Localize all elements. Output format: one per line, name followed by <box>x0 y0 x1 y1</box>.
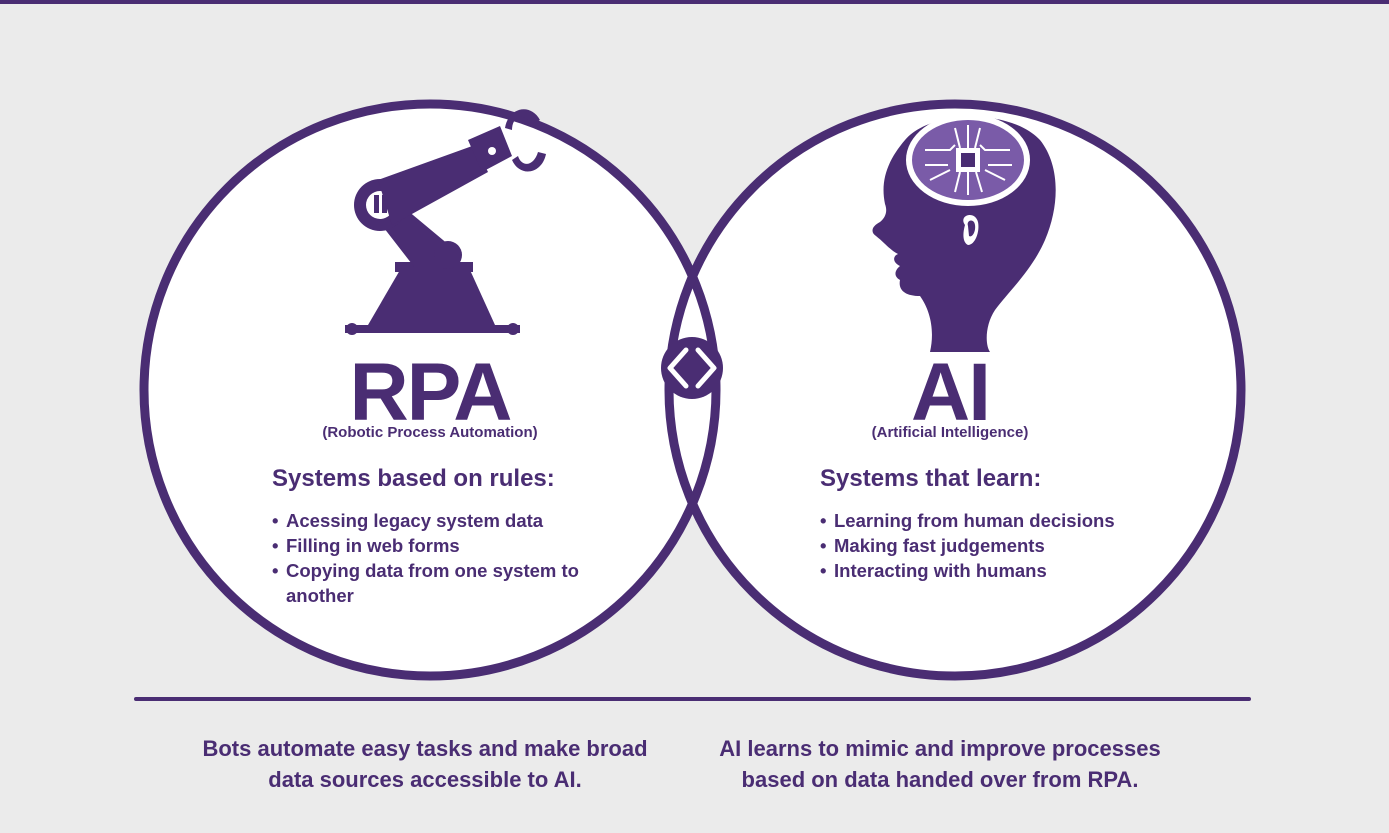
ai-subtitle: (Artificial Intelligence) <box>871 424 1029 441</box>
ai-caption: AI learns to mimic and improve processes… <box>719 736 1161 792</box>
ai-section-title: Systems that learn: <box>820 465 1042 492</box>
bidirectional-arrows-icon <box>661 337 723 399</box>
robot-arm-icon <box>345 109 546 335</box>
list-item: Filling in web forms <box>272 533 602 558</box>
rpa-bullet-list: Acessing legacy system data Filling in w… <box>272 508 602 608</box>
list-item: Interacting with humans <box>820 558 1160 583</box>
brain-head-icon <box>872 114 1056 352</box>
ai-headline: AI <box>911 347 991 438</box>
rpa-circle-outline <box>139 99 721 681</box>
ai-bullet-list: Learning from human decisions Making fas… <box>820 508 1160 583</box>
bottom-divider <box>134 697 1251 701</box>
rpa-caption: Bots automate easy tasks and make broad … <box>202 736 648 792</box>
ai-circle-outline <box>664 99 1246 681</box>
list-item: Copying data from one system to another <box>272 558 586 608</box>
list-item: Acessing legacy system data <box>272 508 602 533</box>
list-item: Making fast judgements <box>820 533 1160 558</box>
rpa-headline: RPA <box>349 347 512 438</box>
list-item: Learning from human decisions <box>820 508 1160 533</box>
rpa-section-title: Systems based on rules: <box>272 465 555 492</box>
top-rule <box>0 0 1389 4</box>
rpa-subtitle: (Robotic Process Automation) <box>322 424 538 441</box>
